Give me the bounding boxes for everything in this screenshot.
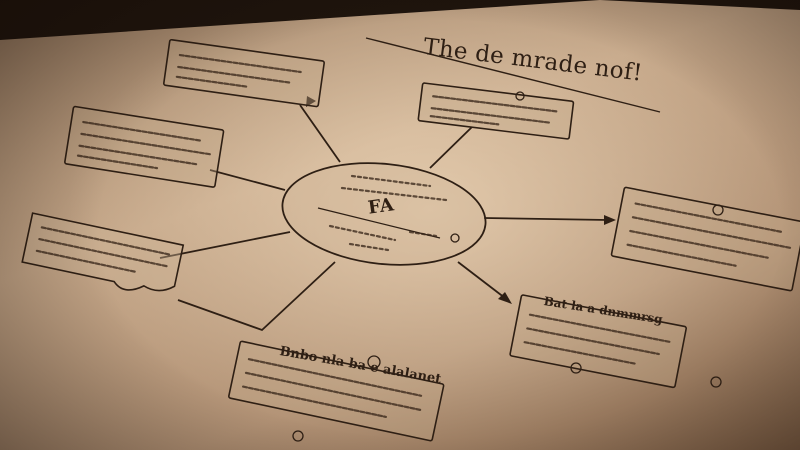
node-right <box>610 186 800 292</box>
connector-bottom <box>177 261 336 332</box>
connector-right <box>483 217 609 221</box>
node-top-left <box>163 38 325 108</box>
node-lower-left <box>21 212 185 292</box>
connector-left <box>209 169 286 191</box>
node-top-center <box>417 82 575 140</box>
connector-top-right <box>429 126 473 169</box>
connector-lower-right <box>457 261 506 299</box>
mark-c <box>710 376 722 388</box>
arrowhead-right <box>604 215 616 225</box>
central-node-label: FA <box>366 194 396 219</box>
node-left <box>64 105 225 188</box>
connector-top-left <box>299 104 341 163</box>
mark-d <box>292 430 304 442</box>
